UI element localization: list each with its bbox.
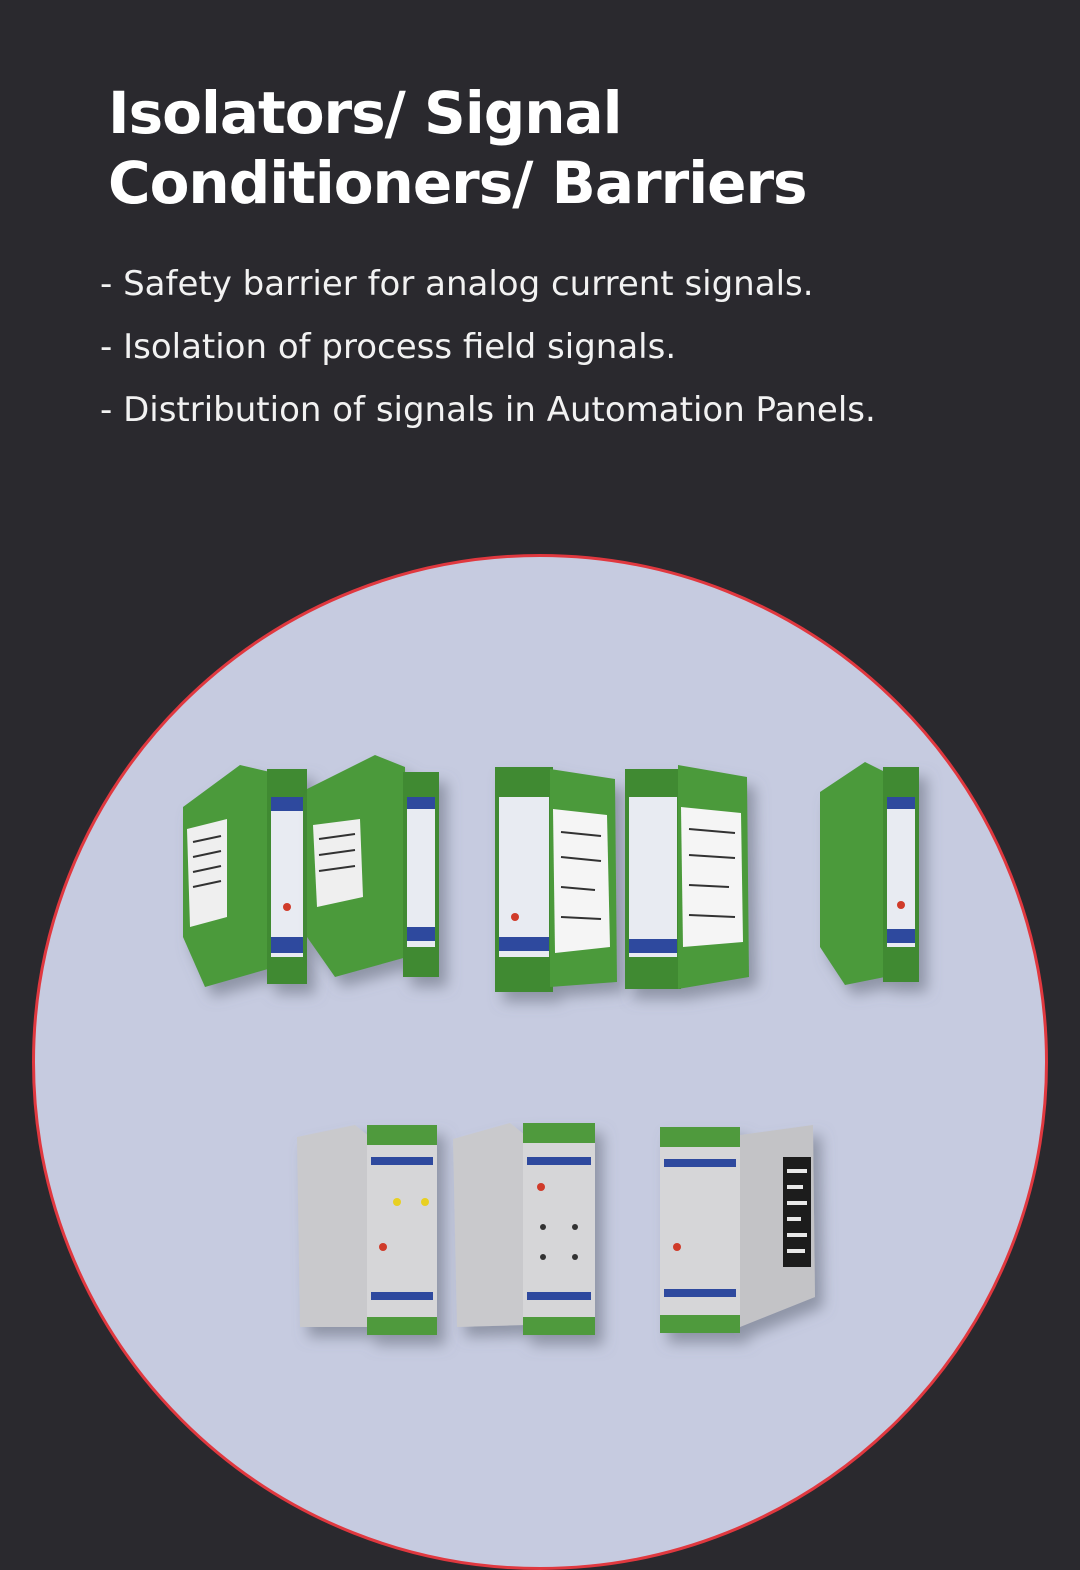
green-module-1 [183,765,307,987]
product-illustration [183,755,919,1335]
green-module-2 [307,755,439,977]
feature-item-distribution: - Distribution of signals in Automation … [100,390,876,430]
grey-module-1 [297,1125,437,1335]
page-title: Isolators/ Signal Conditioners/ Barriers [108,79,808,217]
product-image-circle [32,554,1048,1570]
feature-item-safety-barrier: - Safety barrier for analog current sign… [100,264,814,304]
green-module-5 [820,762,919,985]
green-module-4 [625,765,749,989]
grey-module-2 [453,1123,595,1335]
feature-item-isolation: - Isolation of process field signals. [100,327,677,367]
green-module-3 [495,767,617,992]
grey-module-3 [660,1125,815,1333]
feature-list: - Safety barrier for analog current sign… [100,262,1000,451]
